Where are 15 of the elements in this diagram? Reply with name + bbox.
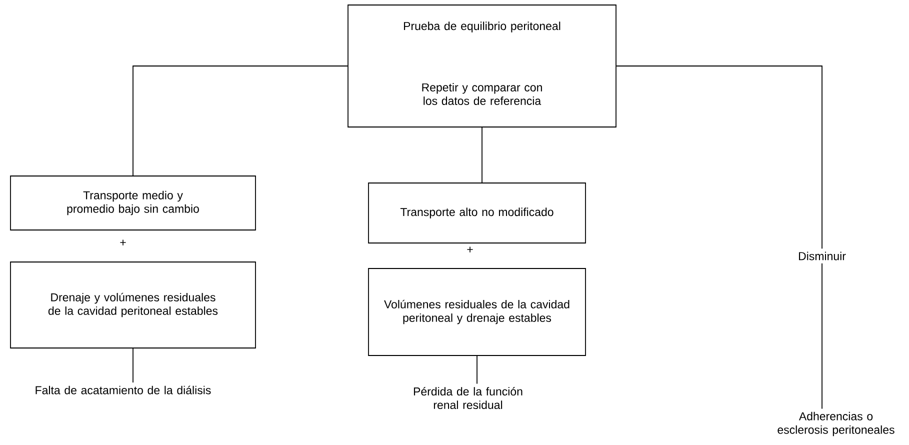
outcome-text: Adherencias o esclerosis peritoneales [778, 412, 894, 436]
process-box: Volúmenes residuales de la cavidad peritoneal y drenaje estables [368, 268, 586, 356]
outcome-text: Falta de acatamiento de la diálisis [36, 386, 211, 394]
process-box: Transporte alto no modificado [368, 182, 586, 244]
process-box: Transporte medio y promedio bajo sin cambio [10, 176, 256, 230]
connector-line [616, 66, 822, 250]
process-box: Prueba de equilibrio peritoneal Repetir y comparar con los datos de referencia [348, 4, 616, 128]
connector-line [132, 348, 134, 383]
connector-line [476, 356, 478, 384]
plus-sign: + [120, 240, 126, 246]
connector-line [132, 66, 348, 176]
plus-sign: + [467, 246, 473, 252]
outcome-text: Disminuir [799, 252, 846, 260]
process-box: Drenaje y volúmenes residuales de la cavidad peritoneal estables [10, 262, 256, 348]
outcome-text: Pérdida de la función renal residual [414, 386, 522, 410]
